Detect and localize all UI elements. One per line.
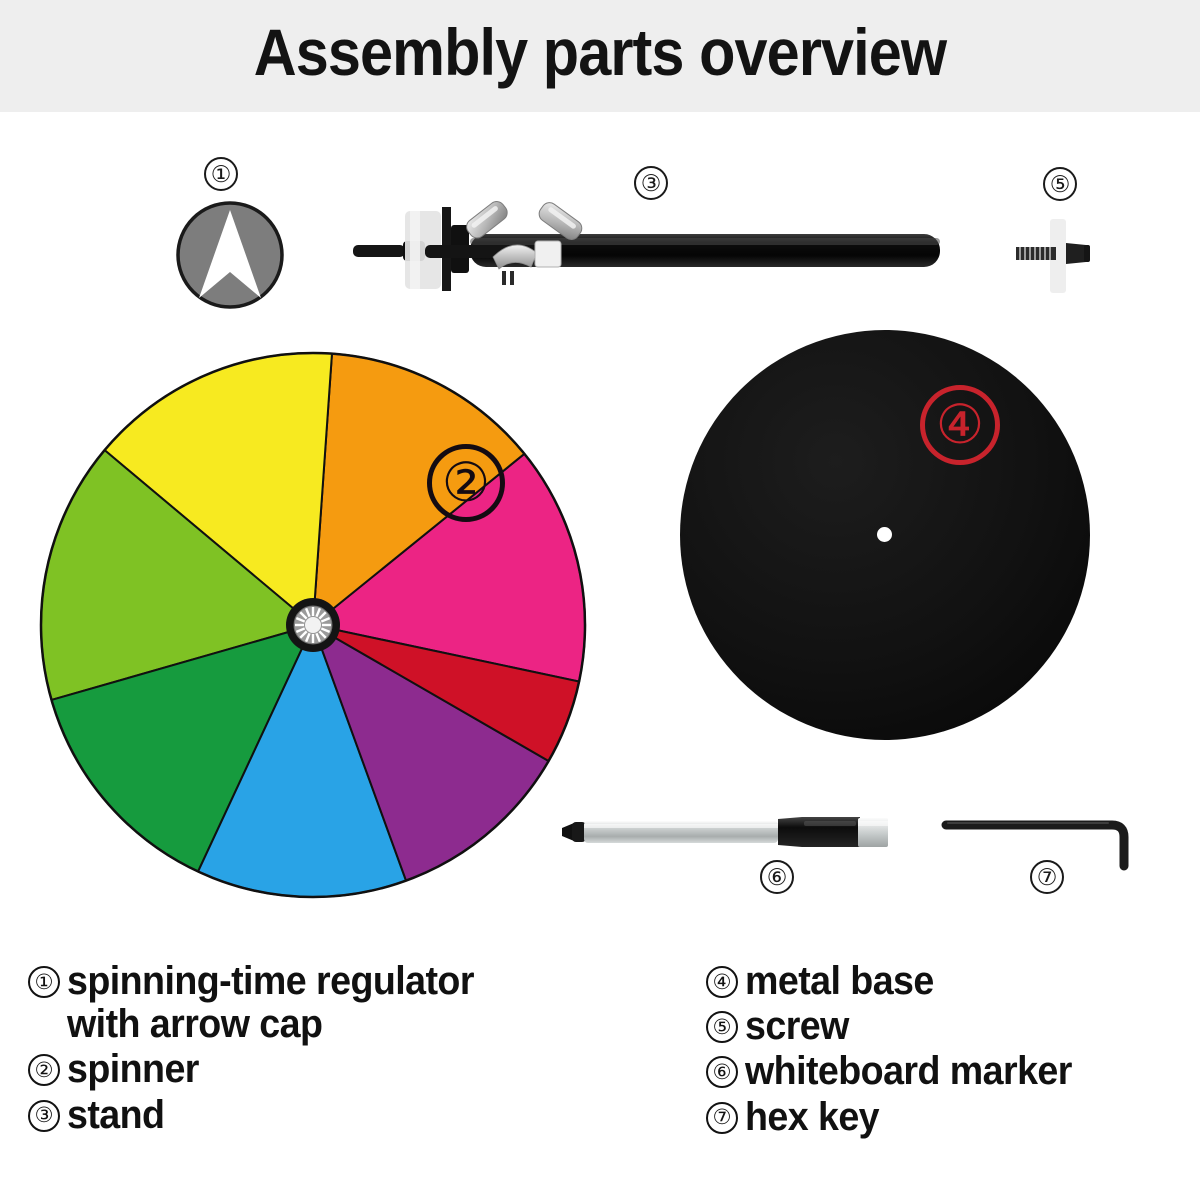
hub-gear-icon: [295, 607, 331, 643]
legend-marker-badge: ⑦: [706, 1101, 738, 1134]
hub-gear-tooth: [318, 611, 327, 620]
legend-marker-badge: ①: [28, 966, 60, 998]
hub-gear-tooth: [318, 630, 327, 639]
whiteboard-marker-icon: [562, 817, 888, 847]
hub-gear-tooth: [315, 607, 321, 618]
part-number-badge-6: ⑥: [760, 860, 794, 894]
hub-gear-tooth: [295, 617, 306, 623]
part-spinner: [38, 350, 588, 900]
legend-marker-badge: ⑥: [706, 1056, 738, 1089]
hub-gear-tooth: [305, 632, 311, 643]
arrow-cap-icon: [176, 201, 284, 309]
legend-item-label: whiteboard marker: [745, 1049, 1072, 1094]
part-number-badge-7: ⑦: [1030, 860, 1064, 894]
legend-marker-badge: ②: [28, 1054, 60, 1087]
hub-gear-tooth: [320, 627, 331, 633]
legend-item-label: screw: [745, 1004, 849, 1049]
legend-marker-badge: ④: [706, 966, 738, 998]
part-number-badge-3: ③: [634, 166, 668, 200]
part-spinning-time-regulator: [175, 200, 285, 310]
legend-item-label: hex key: [745, 1094, 880, 1139]
hub-gear-tooth: [320, 617, 331, 623]
part-stand: [350, 185, 950, 300]
part-hex-key: [940, 812, 1140, 872]
part-screw: [1010, 215, 1110, 295]
wheel-segments: [40, 352, 586, 898]
hub-gear-tooth: [299, 630, 308, 639]
part-whiteboard-marker: [560, 808, 910, 864]
stand-icon: [353, 201, 940, 291]
legend-item-label: metal base: [745, 959, 934, 1003]
part-number-badge-1: ①: [204, 157, 238, 191]
hex-key-icon: [941, 820, 1129, 871]
part-number-badge-2: ②: [427, 444, 505, 522]
legend-marker-badge: ⑤: [706, 1011, 738, 1044]
part-number-badge-4: ④: [920, 385, 1000, 465]
spinner-wheel-icon: [39, 351, 587, 899]
hub-gear-tooth: [299, 611, 308, 620]
legend-marker-badge: ③: [28, 1099, 60, 1132]
screw-icon: [1016, 219, 1090, 293]
part-number-badge-5: ⑤: [1043, 167, 1077, 201]
hub-gear-tooth: [295, 627, 306, 633]
hub-gear-tooth: [305, 607, 311, 618]
header-band: [0, 0, 1200, 112]
legend-item-label: spinner: [67, 1047, 199, 1092]
hub-gear-tooth: [315, 632, 321, 643]
legend-item-label: stand: [67, 1092, 165, 1137]
page-title: Assembly parts overview: [253, 15, 947, 89]
part-metal-base: [680, 330, 1090, 740]
legend-item-label: spinning-time regulator with arrow cap: [67, 959, 474, 1047]
metal-base-center-hole: [877, 527, 892, 542]
